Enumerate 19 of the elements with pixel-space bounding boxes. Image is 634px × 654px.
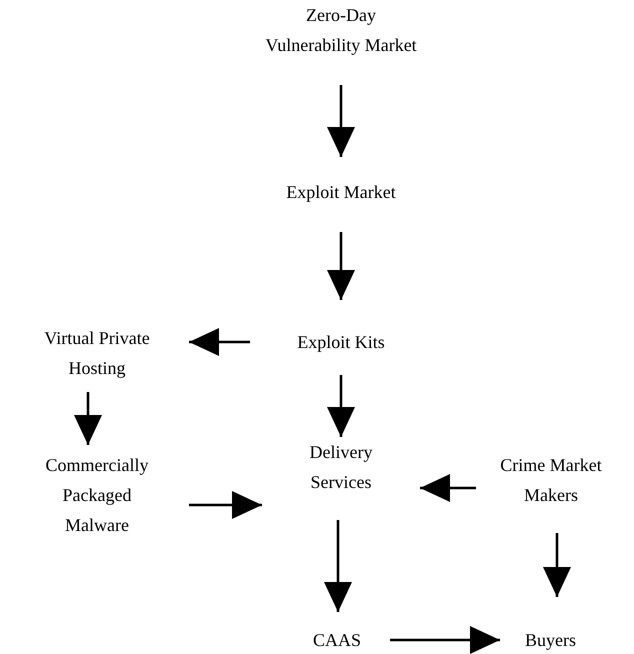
node-label: Zero-Day Vulnerability Market bbox=[264, 4, 418, 57]
node-label: Commercially Packaged Malware bbox=[44, 454, 150, 537]
arrow bbox=[327, 375, 355, 437]
arrow bbox=[74, 392, 102, 445]
node-label: Delivery Services bbox=[308, 441, 374, 494]
node-label: Virtual Private Hosting bbox=[43, 327, 151, 380]
node-label: Exploit Market bbox=[286, 181, 396, 204]
arrow bbox=[324, 520, 352, 612]
node-label: Buyers bbox=[525, 629, 576, 652]
node-label: CAAS bbox=[313, 629, 362, 652]
arrow bbox=[327, 232, 355, 300]
arrow bbox=[327, 85, 355, 157]
arrow bbox=[189, 491, 262, 519]
arrow bbox=[390, 626, 500, 654]
node-label: Exploit Kits bbox=[297, 331, 385, 354]
arrow bbox=[189, 328, 250, 356]
arrow bbox=[543, 533, 571, 597]
node-label: Crime Market Makers bbox=[499, 454, 603, 507]
arrow bbox=[420, 474, 476, 502]
